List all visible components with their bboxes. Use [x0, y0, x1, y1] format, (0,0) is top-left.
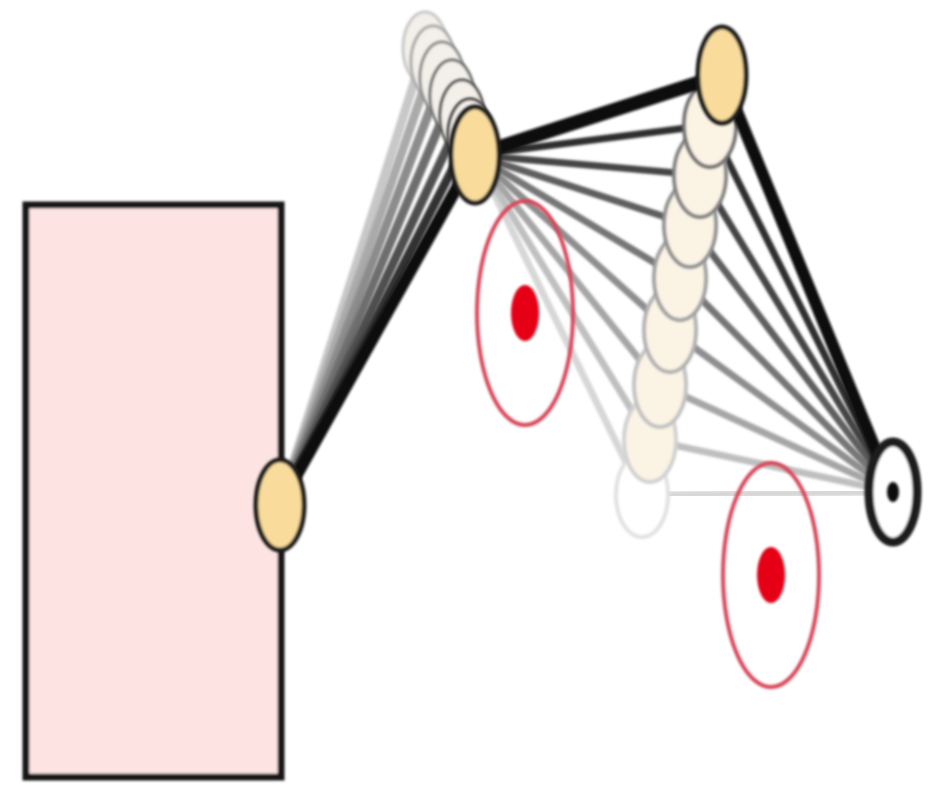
ghost-forearm-link — [642, 492, 893, 495]
joint-elbow — [698, 27, 746, 123]
joint-base — [256, 460, 304, 550]
target-upper-dot — [511, 285, 539, 341]
target-lower-dot — [757, 547, 785, 603]
end-effector-dot — [887, 482, 899, 502]
base-block — [26, 205, 281, 777]
end-effector — [869, 442, 917, 542]
ghost-forearm-link — [680, 278, 893, 492]
ghost-middle-link — [475, 155, 650, 440]
joint-shoulder — [451, 107, 499, 203]
